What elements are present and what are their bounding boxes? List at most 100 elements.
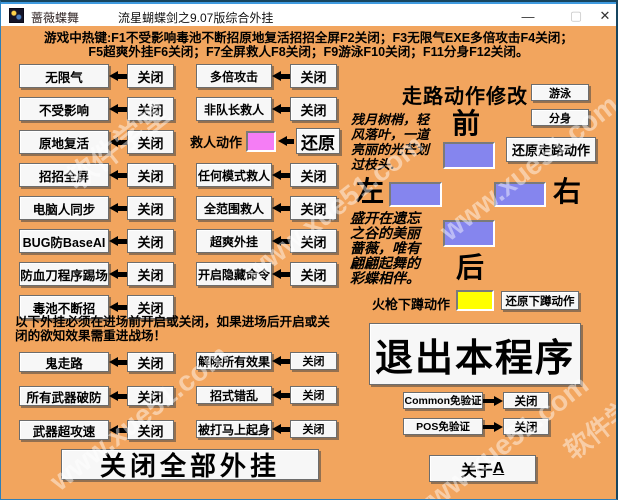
hack-row: 武器超攻速 关闭 xyxy=(19,420,174,440)
close-button[interactable]: 关闭 xyxy=(290,420,337,438)
arrow-left-icon xyxy=(109,235,127,247)
crouch-action-label: 火枪下蹲动作 xyxy=(372,297,451,312)
feature-button[interactable]: 无限气 xyxy=(19,64,109,88)
close-button[interactable]: 关闭 xyxy=(503,418,549,435)
feature-button[interactable]: 任何模式救人 xyxy=(196,163,272,187)
window-title: 流星蝴蝶剑之9.07版综合外挂 xyxy=(118,11,274,25)
hack-row: 开启隐藏命令 关闭 xyxy=(196,262,337,286)
hack-row: 超爽外挂 关闭 xyxy=(196,229,337,253)
feature-button[interactable]: 招式错乱 xyxy=(196,386,272,404)
walk-back-input[interactable] xyxy=(443,220,495,247)
common-verify-button[interactable]: Common免验证 xyxy=(403,392,483,409)
close-button[interactable]: 关闭 xyxy=(127,64,174,88)
close-button[interactable]: 关闭 xyxy=(127,196,174,220)
rescue-action-row: 救人动作 还原 xyxy=(190,128,341,154)
close-button[interactable]: 关闭 xyxy=(290,352,337,370)
hack-row: 解除所有效果 关闭 xyxy=(196,352,337,370)
restore-rescue-button[interactable]: 还原 xyxy=(296,128,341,154)
hack-row: 不受影响 关闭 xyxy=(19,97,174,121)
close-button[interactable]: 关闭 xyxy=(290,97,337,121)
close-all-hacks-button[interactable]: 关闭全部外挂 xyxy=(61,449,319,480)
arrow-left-icon xyxy=(109,356,127,368)
minimize-icon[interactable]: — xyxy=(521,8,535,24)
close-button[interactable]: 关闭 xyxy=(290,229,337,253)
warning-text: 以下外挂必须在进场前开启或关闭，如果进场后开启或关 闭的欲知效果需重进战场！ xyxy=(15,315,330,343)
direction-left-label: 左 xyxy=(356,175,385,208)
arrow-left-icon xyxy=(109,390,127,402)
rescue-action-input[interactable] xyxy=(246,130,277,152)
close-button[interactable]: 关闭 xyxy=(503,392,549,409)
swim-button[interactable]: 游泳 xyxy=(531,84,589,101)
feature-button[interactable]: 被打马上起身 xyxy=(196,420,272,438)
arrow-left-icon xyxy=(272,169,290,181)
arrow-left-icon xyxy=(109,70,127,82)
feature-button[interactable]: 超爽外挂 xyxy=(196,229,272,253)
arrow-left-icon xyxy=(109,169,127,181)
close-button[interactable]: 关闭 xyxy=(127,295,174,319)
pos-verify-button[interactable]: POS免验证 xyxy=(403,418,483,435)
maximize-icon: ▢ xyxy=(569,8,583,23)
feature-button[interactable]: 多倍攻击 xyxy=(196,64,272,88)
walk-right-input[interactable] xyxy=(494,182,546,207)
feature-button[interactable]: 招招全屏 xyxy=(19,163,109,187)
feature-button[interactable]: 解除所有效果 xyxy=(196,352,272,370)
hack-row: 招招全屏 关闭 xyxy=(19,163,174,187)
feature-button[interactable]: 鬼走路 xyxy=(19,352,109,372)
close-button[interactable]: 关闭 xyxy=(290,64,337,88)
hack-row: 被打马上起身 关闭 xyxy=(196,420,337,438)
arrow-left-icon xyxy=(109,136,127,148)
feature-button[interactable]: 全范围救人 xyxy=(196,196,272,220)
exit-program-button[interactable]: 退出本程序 xyxy=(369,323,581,385)
close-button[interactable]: 关闭 xyxy=(127,352,174,372)
direction-back-label: 后 xyxy=(456,251,485,284)
crouch-action-input[interactable] xyxy=(456,290,494,311)
close-button[interactable]: 关闭 xyxy=(290,386,337,404)
feature-button[interactable]: 开启隐藏命令 xyxy=(196,262,272,286)
arrow-left-icon xyxy=(272,103,290,115)
hack-row: 非队长救人 关闭 xyxy=(196,97,337,121)
feature-button[interactable]: 原地复活 xyxy=(19,130,109,154)
close-button[interactable]: 关闭 xyxy=(127,386,174,406)
arrow-left-icon xyxy=(272,202,290,214)
walk-front-input[interactable] xyxy=(443,142,495,169)
feature-button[interactable]: 电脑人同步 xyxy=(19,196,109,220)
watermark: 软件学堂 xyxy=(558,377,618,466)
feature-button[interactable]: 非队长救人 xyxy=(196,97,272,121)
restore-walk-button[interactable]: 还原走路动作 xyxy=(506,137,596,162)
feature-button[interactable]: 武器超攻速 xyxy=(19,420,109,440)
close-button[interactable]: 关闭 xyxy=(127,163,174,187)
direction-right-label: 右 xyxy=(553,175,582,208)
arrow-left-icon xyxy=(109,103,127,115)
rescue-action-label: 救人动作 xyxy=(190,134,243,150)
feature-button[interactable]: 所有武器破防 xyxy=(19,386,109,406)
feature-button[interactable]: 不受影响 xyxy=(19,97,109,121)
clone-button[interactable]: 分身 xyxy=(531,109,589,126)
arrow-right-icon xyxy=(483,421,503,433)
arrow-left-icon xyxy=(109,268,127,280)
hack-row: 多倍攻击 关闭 xyxy=(196,64,337,88)
close-button[interactable]: 关闭 xyxy=(127,229,174,253)
restore-crouch-button[interactable]: 还原下蹲动作 xyxy=(501,291,579,310)
walk-modify-header: 走路动作修改 xyxy=(402,86,528,108)
about-accesskey: A xyxy=(492,459,505,477)
close-button[interactable]: 关闭 xyxy=(127,97,174,121)
arrow-right-icon xyxy=(483,395,503,407)
arrow-left-icon xyxy=(272,235,290,247)
close-button[interactable]: 关闭 xyxy=(290,163,337,187)
feature-button[interactable]: BUG防BaseAI xyxy=(19,229,109,253)
close-button[interactable]: 关闭 xyxy=(127,262,174,286)
feature-button[interactable]: 防血刀程序踢场 xyxy=(19,262,109,286)
close-window-icon[interactable]: ✕ xyxy=(599,8,611,23)
arrow-left-icon xyxy=(272,70,290,82)
arrow-left-icon xyxy=(109,301,127,313)
walk-left-input[interactable] xyxy=(389,182,442,207)
feature-button[interactable]: 毒池不断招 xyxy=(19,295,109,319)
close-button[interactable]: 关闭 xyxy=(290,262,337,286)
close-button[interactable]: 关闭 xyxy=(127,420,174,440)
app-icon[interactable] xyxy=(9,8,24,23)
close-button[interactable]: 关闭 xyxy=(290,196,337,220)
hack-row: 防血刀程序踢场 关闭 xyxy=(19,262,174,286)
close-button[interactable]: 关闭 xyxy=(127,130,174,154)
